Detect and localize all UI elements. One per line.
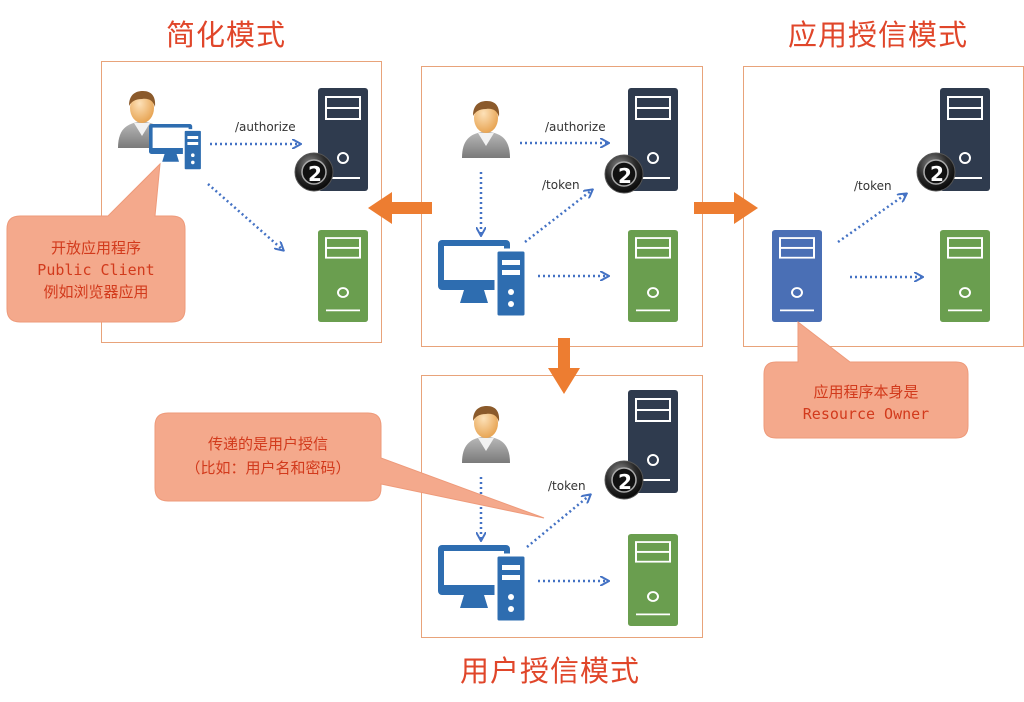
oauth2-badge-label: 2 <box>308 162 322 186</box>
authorize-label: /authorize <box>235 120 296 134</box>
title-implicit-mode: 简化模式 <box>166 18 287 52</box>
callout-public-client-line2: Public Client <box>37 261 155 279</box>
oauth2-badge-label: 2 <box>618 164 632 188</box>
token-label: /token <box>548 479 586 493</box>
authorize-label: /authorize <box>545 120 606 134</box>
cc-token-line <box>837 194 906 244</box>
arrow-right-to-client-credentials <box>694 192 758 224</box>
arrow-down-to-password <box>548 338 580 394</box>
token-label: /token <box>542 178 580 192</box>
oauth2-badge-label: 2 <box>618 470 632 494</box>
callout-resource-owner-line1: 应用程序本身是 <box>813 383 919 401</box>
authcode-token-line <box>524 190 592 243</box>
token-label: /token <box>854 179 892 193</box>
callout-user-credentials-line2: （比如：用户名和密码） <box>185 459 351 477</box>
implicit-resource-line <box>207 183 283 250</box>
callout-public-client-line1: 开放应用程序 <box>50 239 141 257</box>
password-token-line <box>526 495 590 548</box>
callout-public-client-line3: 例如浏览器应用 <box>43 283 149 301</box>
arrow-left-to-implicit <box>368 192 432 224</box>
callout-resource-owner-line2: Resource Owner <box>802 405 930 423</box>
title-client-credentials-mode: 应用授信模式 <box>788 18 969 52</box>
callout-user-credentials-line1: 传递的是用户授信 <box>207 435 328 453</box>
title-password-mode: 用户授信模式 <box>460 654 641 688</box>
oauth2-badge-label: 2 <box>930 162 944 186</box>
